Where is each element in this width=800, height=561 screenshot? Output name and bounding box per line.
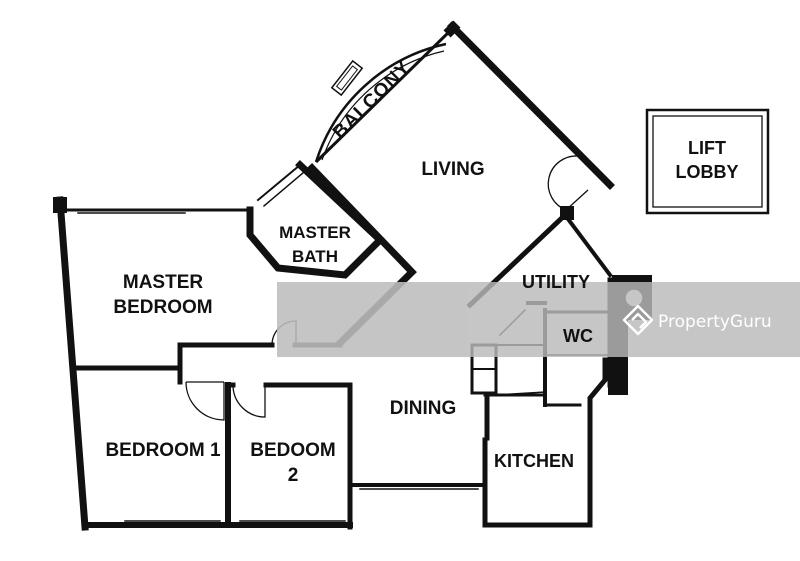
balcony-edge bbox=[314, 28, 453, 164]
wall-left-exterior bbox=[56, 196, 89, 531]
ac-ledge bbox=[330, 59, 364, 97]
watermark-text: PropertyGuru bbox=[658, 312, 772, 332]
wall-kitchen bbox=[482, 357, 608, 528]
lift-lobby-line2: LOBBY bbox=[676, 162, 739, 182]
propertyguru-watermark: PropertyGuru bbox=[622, 304, 772, 336]
door-bedroom1 bbox=[185, 381, 225, 421]
label-kitchen: KITCHEN bbox=[494, 451, 574, 471]
label-balcony: BALCONY bbox=[329, 57, 415, 143]
label-master-bedroom-1: MASTER bbox=[123, 272, 204, 293]
label-bedroom-2-2: 2 bbox=[288, 465, 299, 486]
label-dining: DINING bbox=[390, 398, 457, 419]
balcony-arc bbox=[314, 42, 447, 163]
lift-lobby-inner bbox=[652, 115, 763, 208]
label-master-bedroom-2: BEDROOM bbox=[113, 297, 212, 318]
propertyguru-logo-icon bbox=[622, 304, 654, 336]
wall-master-door-jamb bbox=[177, 342, 275, 385]
label-living: LIVING bbox=[421, 159, 484, 180]
lift-lobby-line1: LIFT bbox=[688, 138, 726, 158]
label-wc: WC bbox=[563, 326, 593, 346]
wall-master-bath-window bbox=[256, 163, 302, 202]
door-bedroom2 bbox=[232, 384, 266, 418]
wall-master-bath-window-b bbox=[262, 170, 306, 208]
wall-bedroom2 bbox=[263, 382, 353, 530]
door-living-main-leaf bbox=[565, 189, 589, 211]
label-master-bath-2: BATH bbox=[292, 247, 338, 266]
label-bedroom-2-1: BEDOOM bbox=[250, 440, 336, 461]
label-utility: UTILITY bbox=[522, 272, 590, 292]
watermark-band-left bbox=[277, 282, 467, 357]
balcony bbox=[314, 28, 453, 164]
wall-utility-right bbox=[562, 212, 613, 278]
lift-lobby-outer bbox=[645, 108, 770, 215]
wall-living-right bbox=[447, 21, 615, 190]
watermark-band bbox=[277, 282, 800, 357]
label-master-bath-1: MASTER bbox=[279, 223, 351, 242]
kitchen-counter-b bbox=[495, 391, 546, 396]
door-living-main bbox=[547, 155, 579, 211]
balcony-arc-inner bbox=[321, 50, 445, 161]
lift-lobby: LIFT LOBBY bbox=[645, 108, 770, 215]
label-bedroom-1: BEDROOM 1 bbox=[105, 440, 221, 461]
